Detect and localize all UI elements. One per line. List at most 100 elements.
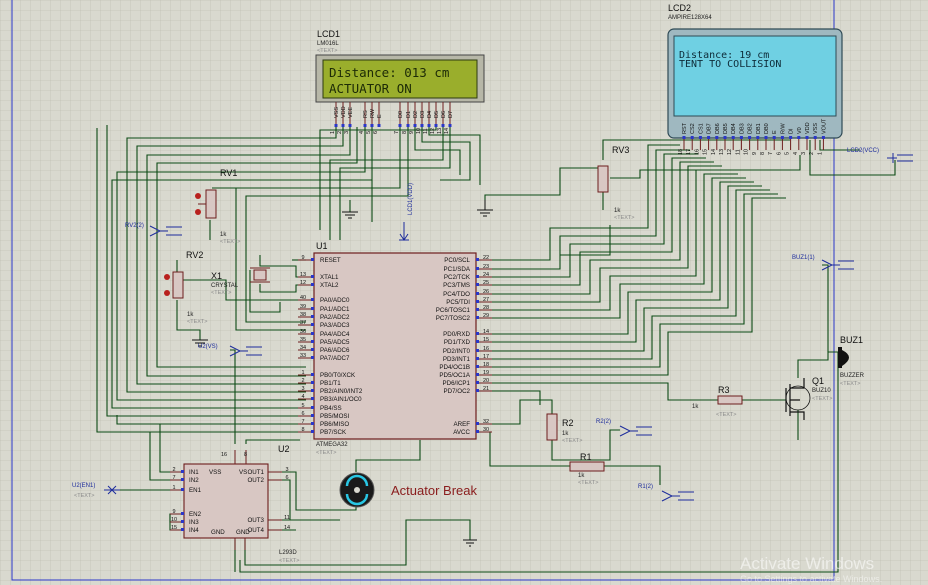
lcd2-ref: LCD2 xyxy=(668,3,691,13)
u1-pin-pb2-ain0-int2: PB2/AIN0/INT2 xyxy=(320,388,363,395)
r1-text-tag: <TEXT> xyxy=(578,480,598,486)
lcd1-pin-rs: RS xyxy=(363,110,369,118)
lcd1-pin-num: 8 xyxy=(402,131,408,134)
lcd2-pin-db1: DB1 xyxy=(756,123,762,134)
rv3-text-tag: <TEXT> xyxy=(614,215,634,221)
lcd1-pin-num: 14 xyxy=(444,128,450,134)
u2-pin-num: 10 xyxy=(171,517,177,523)
lcd2-pin-db4: DB4 xyxy=(731,123,737,134)
rv2-value: 1k xyxy=(187,312,194,318)
watermark-line2: Go to Settings to activate Windows. xyxy=(740,574,882,584)
u1-pin-num: 18 xyxy=(483,362,489,368)
u2-pin-num: 14 xyxy=(284,525,290,531)
u1-pin-num: 19 xyxy=(483,370,489,376)
lcd1-pin-d5: D5 xyxy=(434,111,440,118)
u1-pin-num: 36 xyxy=(300,329,306,335)
lcd1-pin-d0: D0 xyxy=(398,111,404,118)
lcd1-pin-vee: VEE xyxy=(348,107,354,118)
u1-pin-num: 28 xyxy=(483,305,489,311)
rv1-ref: RV1 xyxy=(220,168,237,178)
u2-ref: U2 xyxy=(278,444,290,454)
u1-pin-num: 8 xyxy=(301,427,304,433)
u1-pin-pa3-adc3: PA3/ADC3 xyxy=(320,322,350,329)
u1-pin-pd5-oc1a: PD5/OC1A xyxy=(439,372,470,379)
rv1: RV1 1k <TEXT> xyxy=(195,168,240,245)
lcd1-text-tag: <TEXT> xyxy=(317,48,337,54)
lcd2-pin-cs2: CS2 xyxy=(690,123,696,134)
u2-pin-en1: EN1 xyxy=(189,487,202,494)
lcd1-pin-num: 4 xyxy=(359,131,365,134)
u1-pin-num: 23 xyxy=(483,264,489,270)
wires xyxy=(96,125,896,573)
u1-pin-pc0-scl: PC0/SCL xyxy=(444,257,470,264)
u1-pin-num: 29 xyxy=(483,313,489,319)
lcd2-part: AMPIRE128X64 xyxy=(668,15,712,21)
r2-text-tag: <TEXT> xyxy=(562,438,582,444)
r1-value: 1k xyxy=(578,473,585,479)
u1-pin-num: 6 xyxy=(301,411,304,417)
u2-pin-num: 11 xyxy=(284,515,290,521)
r3-ref: R3 xyxy=(718,385,730,395)
lcd1-pin-vdd: VDD xyxy=(341,106,347,118)
lcd1-pin-num: 3 xyxy=(344,131,350,134)
lcd2-pin-vdd: VDD xyxy=(805,122,811,134)
u1-pin-pb4-ss: PB4/SS xyxy=(320,405,342,412)
r1-net-label: R1(2) xyxy=(638,484,653,490)
u1-pin-num: 37 xyxy=(300,320,306,326)
u1-pin-pb3-ain1-oc0: PB3/AIN1/OC0 xyxy=(320,396,362,403)
lcd1-line1: Distance: 013 cm xyxy=(329,65,449,80)
watermark-line1: Activate Windows xyxy=(740,554,874,573)
lcd2-pin-vout: VOUT xyxy=(821,118,827,134)
u2-body xyxy=(183,463,269,539)
q1-part: BUZ10 xyxy=(812,388,831,394)
lcd2-pin-num: 5 xyxy=(785,152,791,155)
u2-pin-in4: IN4 xyxy=(189,527,199,534)
lcd2-pin-num: 7 xyxy=(768,152,774,155)
lcd1: LCD1 LM016L <TEXT> Distance: 013 cm ACTU… xyxy=(315,29,485,241)
r3: R3 1k <TEXT> xyxy=(692,385,743,418)
u2-pin-num: 6 xyxy=(285,475,288,481)
u1-pin-num: 39 xyxy=(300,304,306,310)
rv1-value: 1k xyxy=(220,232,227,238)
u1-pin-pb5-mosi: PB5/MOSI xyxy=(320,413,350,420)
lcd2-pin-num: 17 xyxy=(686,149,692,155)
u1-pin-pd2-int0: PD2/INT0 xyxy=(443,348,471,355)
buz1-buzzer: BUZ1 BUZZER <TEXT> BUZ1(1) xyxy=(792,255,865,387)
u2-en1-label: U2(EN1) xyxy=(72,483,95,489)
lcd1-line2: ACTUATOR ON xyxy=(329,81,412,96)
u1-pin-num: 26 xyxy=(483,289,489,295)
u1-pin-pb7-sck: PB7/SCK xyxy=(320,429,347,436)
lcd2-pin-num: 14 xyxy=(711,149,717,155)
lcd2-pin-num: 8 xyxy=(760,152,766,155)
u1-pin-pb6-miso: PB6/MISO xyxy=(320,421,349,428)
x1-part: CRYSTAL xyxy=(211,283,239,289)
ground-symbols xyxy=(192,200,493,547)
u1-pin-pd0-rxd: PD0/RXD xyxy=(443,331,470,338)
u1-pin-num: 1 xyxy=(301,370,304,376)
u1-pin-pc1-sda: PC1/SDA xyxy=(444,266,471,273)
lcd2-pins: RST18CS217CS116DB715DB614DB513DB412DB311… xyxy=(678,118,827,155)
svg-text:<TEXT>: <TEXT> xyxy=(74,493,94,499)
u1-pin-num: 33 xyxy=(300,353,306,359)
u1-pin-pc2-tck: PC2/TCK xyxy=(444,274,471,281)
u1-pin-num: 20 xyxy=(483,378,489,384)
lcd2-pin-cs1: CS1 xyxy=(698,123,704,134)
lcd1-pin-num: 11 xyxy=(423,128,429,134)
u1-pin-num: 9 xyxy=(301,255,304,261)
lcd2-pin-num: 6 xyxy=(776,152,782,155)
u1-pin-pa0-adc0: PA0/ADC0 xyxy=(320,297,350,304)
buz1-text-tag: <TEXT> xyxy=(840,381,860,387)
rv1-text-tag: <TEXT> xyxy=(220,239,240,245)
lcd1-pin-num: 5 xyxy=(366,131,372,134)
r3-value: 1k xyxy=(692,404,699,410)
u2-top-num-2: 8 xyxy=(244,452,247,458)
u2-text-tag: <TEXT> xyxy=(279,558,299,564)
u1-text-tag: <TEXT> xyxy=(316,450,336,456)
r2-net-label: R2(2) xyxy=(596,419,611,425)
u1-pin-pc6-tosc1: PC6/TOSC1 xyxy=(436,307,471,314)
lcd2-pin-db0: DB0 xyxy=(764,123,770,134)
u1-pin-xtal2: XTAL2 xyxy=(320,282,339,289)
u1-pin-num: 22 xyxy=(483,255,489,261)
lcd1-pin-rw: RW xyxy=(370,108,376,118)
